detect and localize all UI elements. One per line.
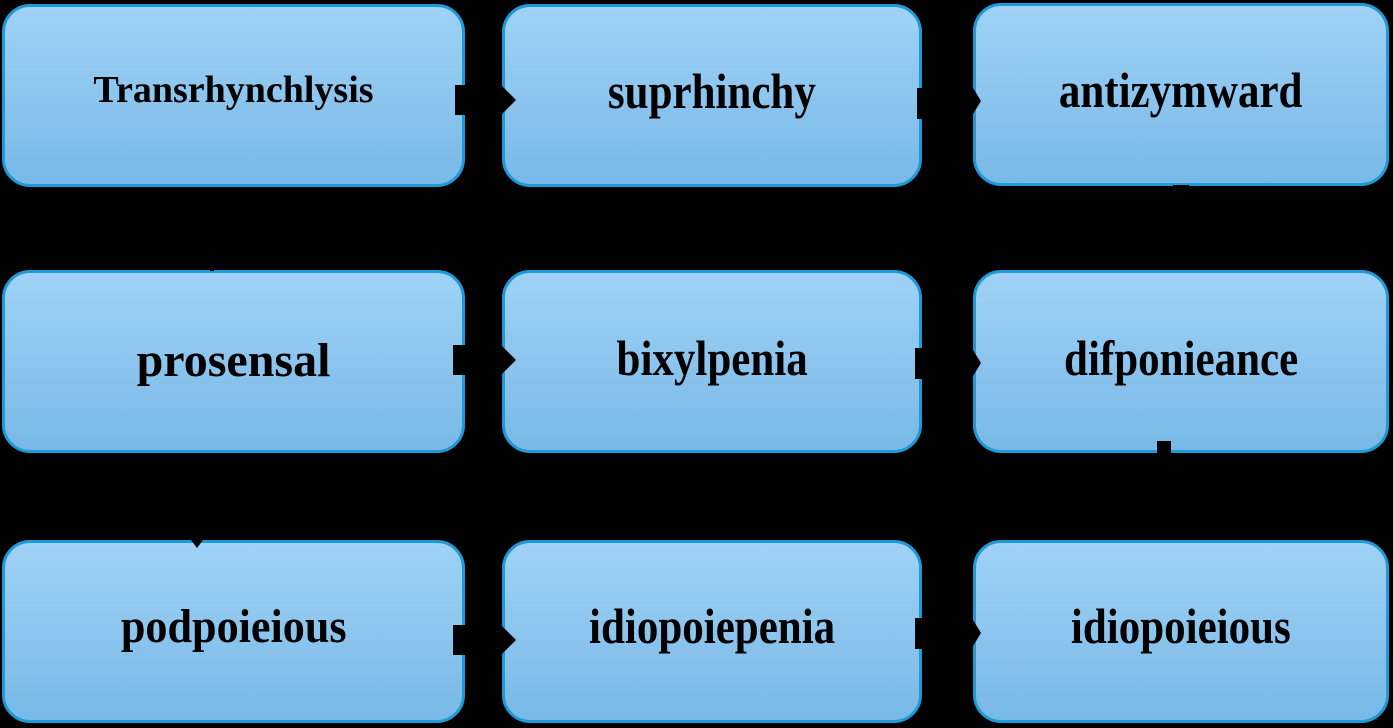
- node-idiopoiepenia: idiopoiepenia: [502, 540, 922, 723]
- connector-stub-n6: [1157, 441, 1171, 453]
- arrow-head-icon: [973, 620, 981, 646]
- arrow-head-icon: [502, 346, 516, 374]
- node-suprhinchy: suprhinchy: [502, 4, 922, 187]
- connector-stub-n3: [1173, 185, 1189, 188]
- node-antizymward: antizymward: [973, 3, 1389, 186]
- arrow-head-icon: [502, 86, 516, 114]
- arrow-n5-n6: [915, 348, 973, 379]
- node-prosensal: prosensal: [2, 270, 465, 453]
- arrow-head-icon: [973, 88, 981, 114]
- node-label: difponieance: [1063, 329, 1299, 386]
- arrow-head-icon: [502, 626, 516, 654]
- node-label: bixylpenia: [616, 329, 808, 386]
- node-label: idiopoiepenia: [588, 597, 836, 654]
- arrow-n7-n8: [453, 625, 502, 655]
- arrow-n2-n3: [917, 88, 973, 119]
- node-idiopoieious: idiopoieious: [973, 540, 1389, 723]
- node-podpoieious: podpoieious: [2, 540, 465, 723]
- node-label: podpoieious: [120, 600, 347, 653]
- arrow-head-icon: [973, 350, 981, 376]
- arrow-head-down-icon: [191, 540, 203, 548]
- node-transrhynchlysis: Transrhynchlysis: [2, 4, 465, 187]
- arrow-n4-n5: [453, 345, 502, 375]
- connector-stub-n4: [210, 268, 214, 271]
- node-label: prosensal: [136, 334, 331, 387]
- node-bixylpenia: bixylpenia: [502, 270, 922, 453]
- node-difponieance: difponieance: [973, 270, 1389, 453]
- node-label: idiopoieious: [1071, 597, 1291, 654]
- node-label: antizymward: [1059, 61, 1303, 118]
- node-label: suprhinchy: [608, 62, 816, 119]
- node-label: Transrhynchlysis: [93, 68, 374, 111]
- arrow-n1-n2: [455, 85, 502, 115]
- arrow-n8-n9: [915, 618, 973, 649]
